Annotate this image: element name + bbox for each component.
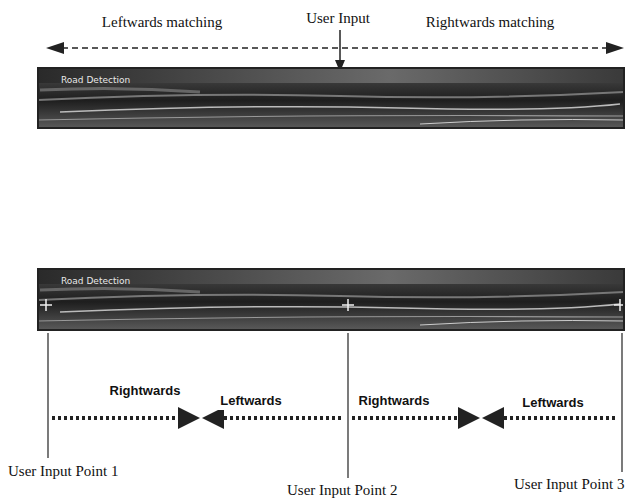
input-point-line bbox=[48, 333, 622, 478]
app-window: Road Detection bbox=[37, 67, 625, 129]
close-icon bbox=[605, 71, 619, 282]
window-title: Road Detection bbox=[39, 274, 130, 288]
input-point-label: User Input Point 2 bbox=[287, 481, 397, 499]
road-image bbox=[38, 283, 626, 330]
direction-label: Leftwards matching bbox=[102, 13, 222, 31]
input-label: User Input bbox=[306, 9, 370, 27]
app-window: Road Detection bbox=[37, 268, 625, 331]
direction-label: Rightwards bbox=[357, 392, 432, 410]
direction-label: Leftwards bbox=[218, 392, 283, 410]
user-input-pointer bbox=[335, 30, 345, 72]
input-point-label: User Input Point 3 bbox=[514, 475, 624, 493]
direction-label: Leftwards bbox=[520, 394, 585, 412]
matching-arrow bbox=[46, 42, 624, 54]
input-point-label: User Input Point 1 bbox=[8, 462, 118, 480]
title-bar: Road Detection bbox=[39, 69, 623, 83]
title-bar: Road Detection bbox=[39, 270, 623, 284]
window-title: Road Detection bbox=[39, 73, 130, 87]
direction-label: Rightwards matching bbox=[426, 13, 555, 31]
road-image bbox=[38, 82, 624, 128]
direction-label: Rightwards bbox=[108, 382, 183, 400]
